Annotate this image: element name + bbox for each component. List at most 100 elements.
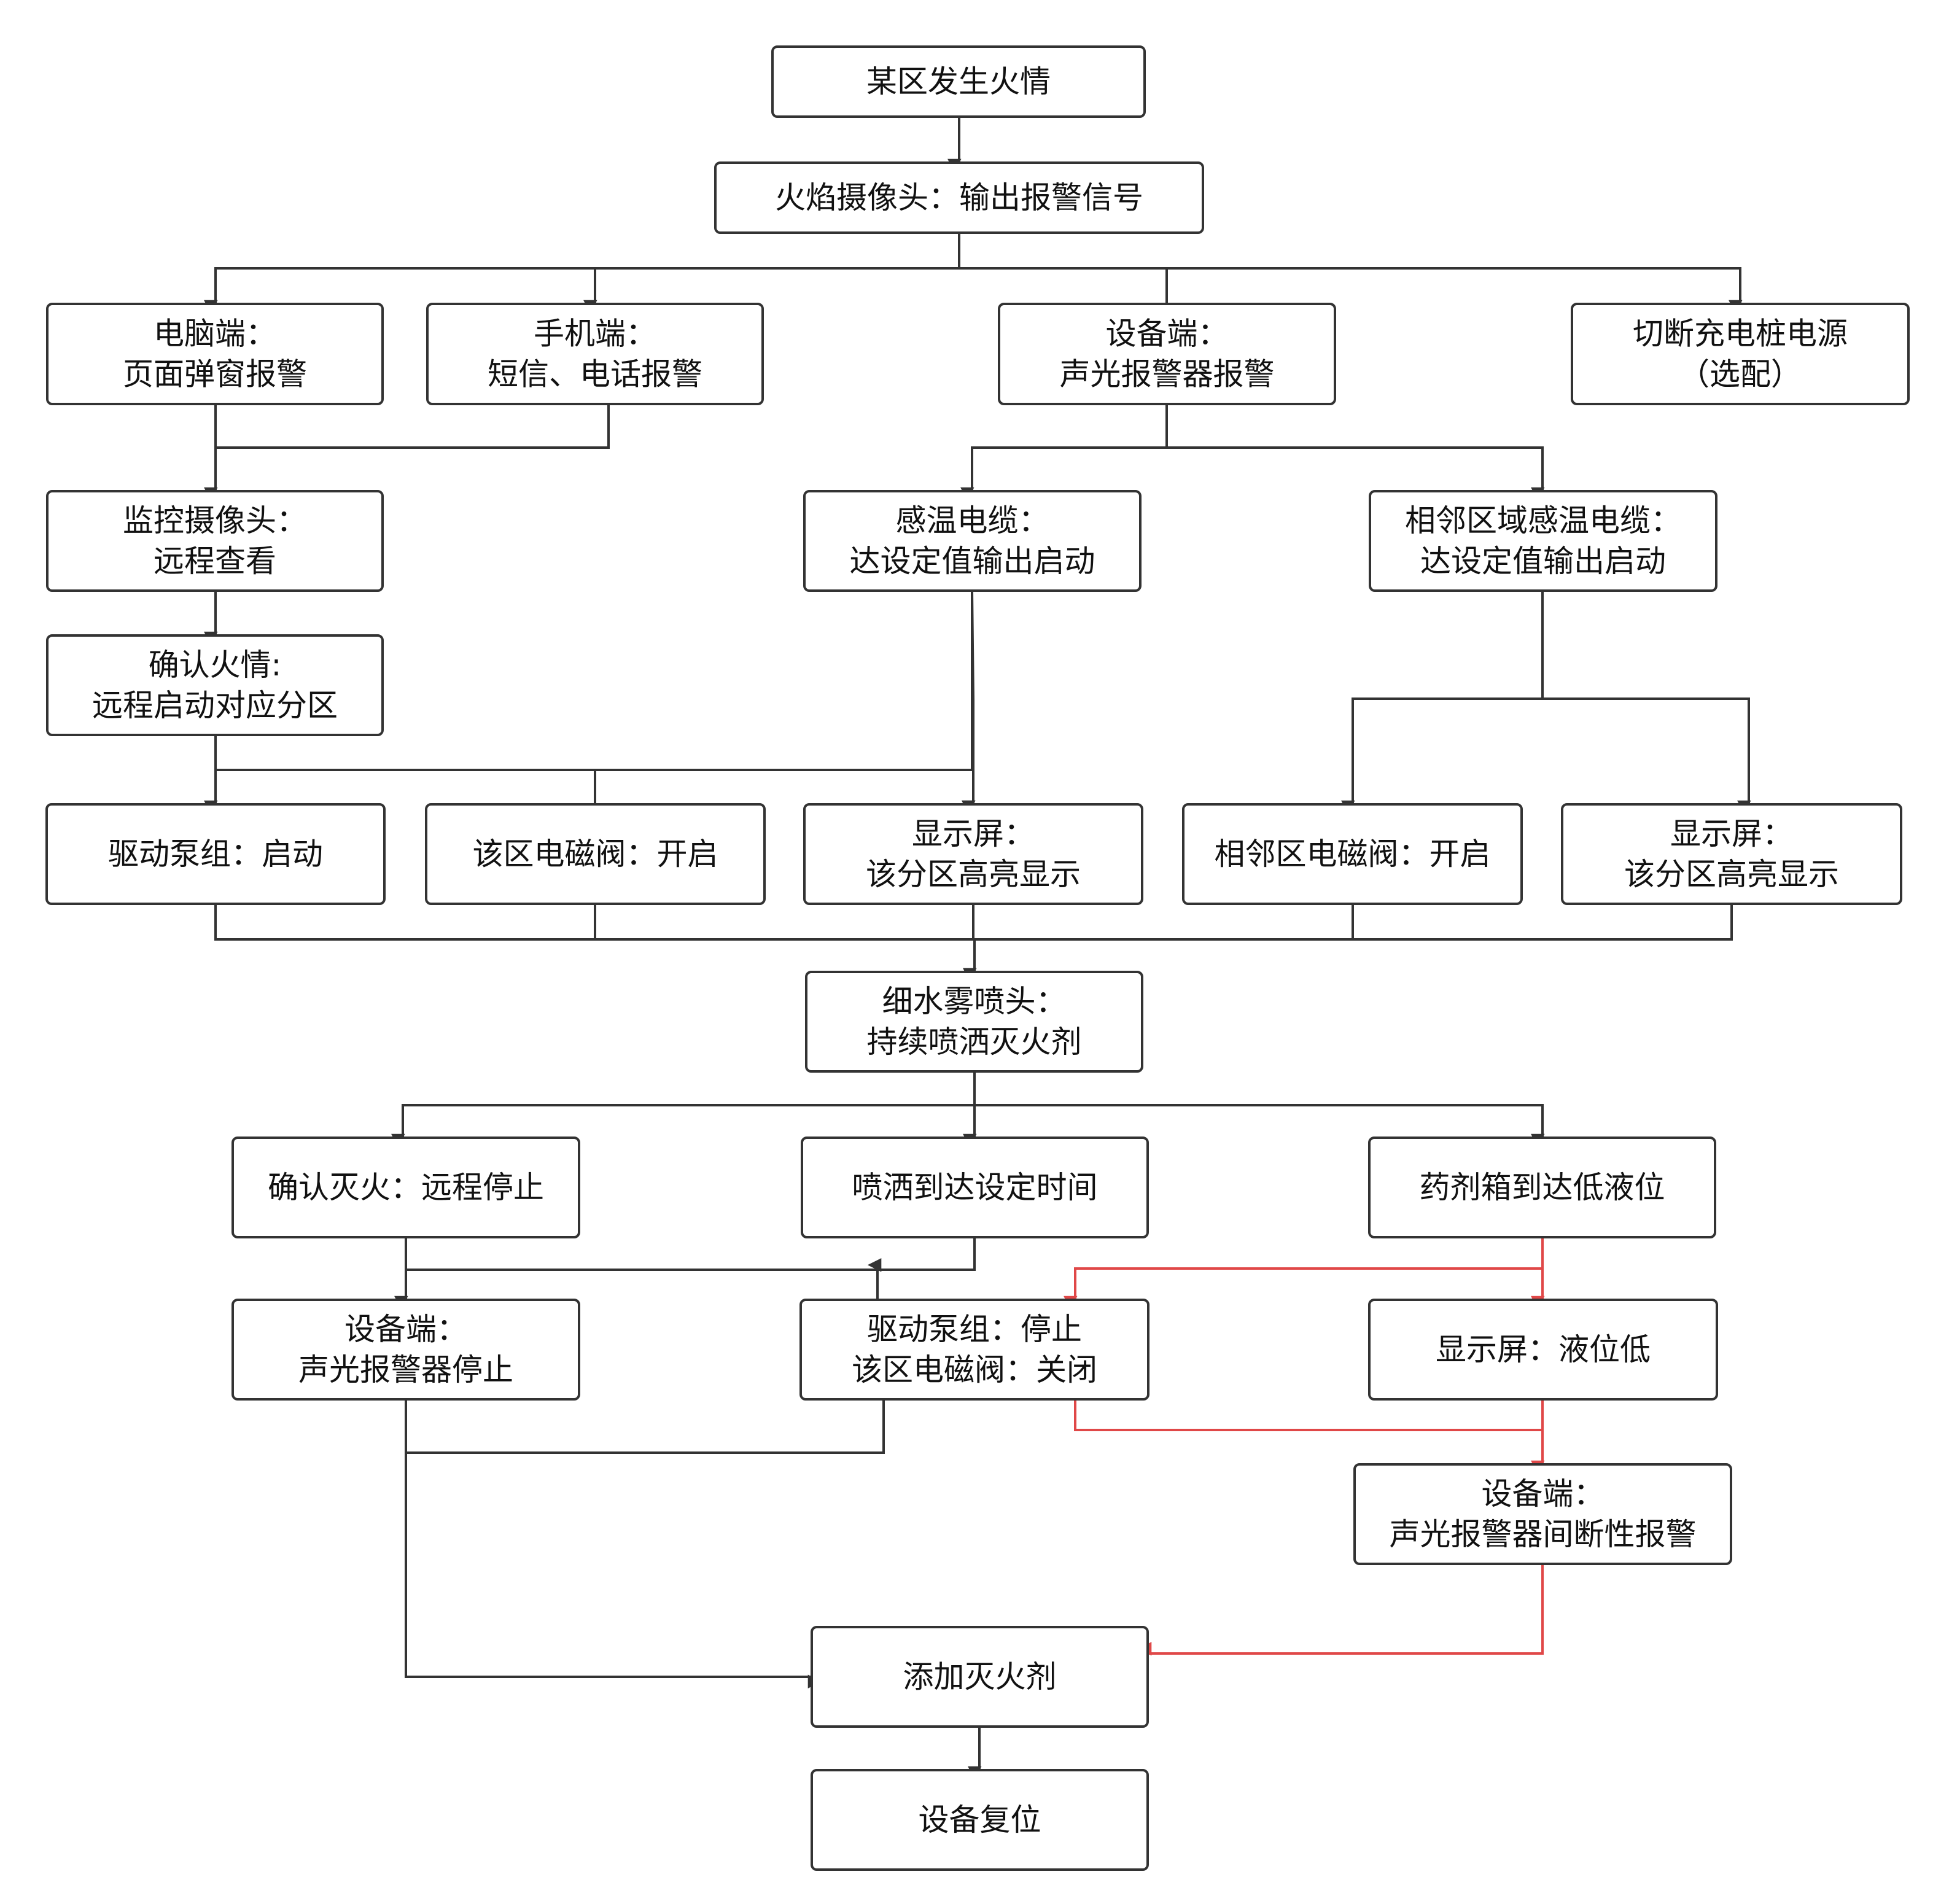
edge-n9-to-n14 — [1341, 591, 1544, 815]
flow-node-label: 手机端： — [534, 316, 656, 352]
flow-node-box — [714, 161, 1204, 234]
flow-node-label: 远程查看 — [154, 543, 276, 579]
flow-node-box — [811, 1769, 1149, 1871]
edge-n5-to-n8 — [960, 404, 1168, 502]
flow-node-label: 该分区高亮显示 — [1624, 857, 1839, 892]
flow-node-label: 相邻区电磁阀：开启 — [1215, 836, 1491, 872]
flow-node-label: 电脑端： — [154, 316, 276, 352]
edge-n16-to-n17 — [391, 1071, 976, 1148]
flow-node-box — [46, 303, 384, 405]
flow-node-label: 声光报警器停止 — [298, 1352, 513, 1388]
flow-node-n14: 相邻区电磁阀：开启 — [1182, 803, 1523, 905]
flow-node-box — [1182, 803, 1523, 905]
flow-node-n13: 显示屏： 该分区高亮显示 — [803, 803, 1143, 905]
edge-n2-to-n6 — [1167, 267, 1743, 314]
flow-node-box — [799, 1299, 1149, 1401]
flow-node-box — [426, 303, 764, 405]
flow-node-n25: 设备复位 — [811, 1769, 1149, 1871]
flow-node-n6: 切断充电桩电源 （选配） — [1571, 303, 1910, 405]
flow-node-n16: 细水雾喷头： 持续喷洒灭火剂 — [805, 971, 1143, 1073]
flow-node-label: 切断充电桩电源 — [1633, 316, 1848, 352]
flow-node-n10: 确认火情:远程启动对应分区 — [46, 634, 384, 736]
flow-node-label: 设备端： — [1482, 1476, 1605, 1512]
flow-node-box — [231, 1137, 580, 1238]
flow-node-label: 达设定值输出启动 — [1420, 543, 1666, 579]
flow-node-label: 该区电磁阀：关闭 — [852, 1352, 1097, 1388]
flow-node-box — [811, 1626, 1149, 1728]
flow-node-label: 细水雾喷头： — [882, 984, 1067, 1019]
flow-node-box — [771, 45, 1146, 118]
edge-n21-to-n23 — [1074, 1399, 1545, 1475]
flow-node-label: 短信、电话报警 — [488, 357, 702, 392]
flow-node-n8: 感温电缆：达设定值输出启动 — [803, 490, 1142, 592]
flow-node-box — [1571, 303, 1910, 405]
flow-node-box — [46, 634, 384, 736]
flow-node-n7: 监控摄像头： 远程查看 — [46, 490, 384, 592]
edge-n19-to-n21 — [1064, 1237, 1544, 1310]
flow-node-label: 驱动泵组：启动 — [108, 836, 323, 872]
flow-node-label: 显示屏：液位低 — [1436, 1332, 1651, 1367]
flow-node-n9: 相邻区域感温电缆： 达设定值输出启动 — [1369, 490, 1717, 592]
flow-node-label: 某区发生火情 — [866, 64, 1051, 99]
flow-node-box — [1368, 1137, 1716, 1238]
edge-n4-to-n7 — [216, 404, 610, 449]
flow-node-label: 确认灭火：远程停止 — [268, 1170, 544, 1205]
flow-node-label: （选配） — [1679, 357, 1802, 392]
flow-node-box — [45, 803, 386, 905]
edge-n21-to-n24 — [406, 1399, 885, 1454]
edge-n14-to-n16 — [974, 904, 1354, 941]
flow-node-box — [425, 803, 766, 905]
edge-n10-to-n13 — [595, 769, 976, 815]
flow-node-n23: 设备端： 声光报警器间断性报警 — [1353, 1463, 1732, 1565]
flow-node-label: 远程启动对应分区 — [92, 688, 338, 723]
edge-n23-to-n24 — [1137, 1564, 1544, 1656]
edges-layer — [204, 117, 1751, 1781]
nodes-layer: 某区发生火情火焰摄像头：输出报警信号电脑端：页面弹窗报警手机端：短信、电话报警设… — [45, 45, 1910, 1871]
edge-n8-to-n13 — [962, 590, 976, 815]
edge-n18-to-n21 — [867, 1237, 976, 1272]
flow-node-box — [998, 303, 1336, 405]
flow-node-n11: 驱动泵组：启动 — [45, 803, 386, 905]
flow-node-label: 设备复位 — [919, 1802, 1041, 1838]
edge-n2-to-n4 — [583, 267, 959, 314]
flow-node-n4: 手机端： 短信、电话报警 — [426, 303, 764, 405]
flow-node-label: 该区电磁阀：开启 — [473, 836, 718, 872]
flow-node-n1: 某区发生火情 — [771, 45, 1146, 118]
edge-n9-to-n15 — [1542, 697, 1751, 815]
edge-n20-to-n24 — [405, 1399, 822, 1688]
flow-node-n3: 电脑端： 页面弹窗报警 — [46, 303, 384, 405]
flow-node-label: 添加灭火剂 — [903, 1659, 1057, 1695]
flow-node-n12: 该区电磁阀：开启 — [425, 803, 766, 905]
flow-node-n22: 显示屏：液位低 — [1368, 1299, 1718, 1401]
flow-node-label: 该分区高亮显示 — [866, 857, 1081, 892]
flow-node-box — [1561, 803, 1902, 905]
flow-node-label: 驱动泵组：停止 — [867, 1311, 1082, 1347]
edge-n5-to-n9 — [1167, 446, 1545, 502]
flow-node-n20: 设备端： 声光报警器停止 — [231, 1299, 580, 1401]
edge-n2-to-n3 — [204, 233, 960, 314]
flow-node-label: 相邻区域感温电缆： — [1405, 503, 1681, 538]
flow-node-n18: 喷洒到达设定时间 — [801, 1137, 1149, 1238]
flow-node-label: 持续喷洒灭火剂 — [867, 1024, 1082, 1060]
flow-node-label: 显示屏： — [912, 816, 1035, 852]
flow-node-box — [231, 1299, 580, 1401]
flow-node-n19: 药剂箱到达低液位 — [1368, 1137, 1716, 1238]
flow-node-n5: 设备端：声光报警器报警 — [998, 303, 1336, 405]
flow-node-label: 药剂箱到达低液位 — [1420, 1170, 1665, 1205]
flow-node-label: 感温电缆： — [896, 503, 1049, 538]
flow-node-box — [1369, 490, 1717, 592]
flow-node-label: 设备端： — [344, 1311, 467, 1347]
flow-node-label: 显示屏： — [1670, 816, 1793, 852]
flow-node-label: 火焰摄像头：输出报警信号 — [775, 180, 1143, 216]
flow-node-label: 监控摄像头： — [123, 503, 307, 538]
flow-node-box — [803, 490, 1142, 592]
edge-n2-to-n5 — [959, 267, 1168, 304]
flow-node-box — [1368, 1299, 1718, 1401]
flow-node-label: 页面弹窗报警 — [123, 357, 307, 392]
flow-node-n15: 显示屏： 该分区高亮显示 — [1561, 803, 1902, 905]
flow-node-label: 声光报警器间断性报警 — [1390, 1517, 1697, 1552]
flow-node-n17: 确认灭火：远程停止 — [231, 1137, 580, 1238]
